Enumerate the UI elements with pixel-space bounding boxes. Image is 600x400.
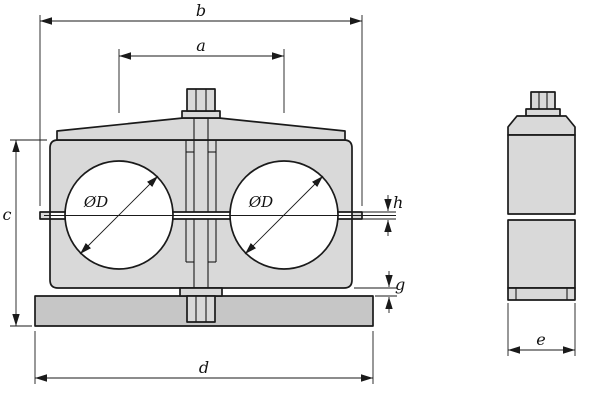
dimension-d: d [34,331,374,384]
side-view [507,91,576,301]
bore-leader-left [79,175,159,255]
dim-label-b: b [196,1,206,20]
dimension-h: h [354,193,403,236]
bolt-channel [185,118,217,288]
bottom-bolt-hex-nut [186,295,216,323]
side-bolt-washer [525,108,561,117]
dimensions: b a c d h [3,1,576,384]
dimension-c: c [3,139,47,327]
bore-leader-right [244,175,324,255]
dim-label-d: d [199,358,209,377]
top-bolt-hex-head [186,88,216,112]
dim-label-g: g [395,275,405,294]
front-view: ØD ØD [34,88,396,327]
bottom-bolt-washer [179,287,223,297]
dim-label-c: c [3,205,12,224]
dim-label-e: e [536,330,545,349]
side-cover-plate [507,115,576,136]
dimension-a: a [118,36,285,113]
dimension-e: e [507,303,576,356]
dimension-g: g [354,271,405,313]
side-bottom-flange [507,287,576,301]
bottom-stacking-bolt [179,287,223,323]
dim-label-h: h [393,193,403,212]
bore-diameter-label-right: ØD [248,193,273,211]
top-bolt-washer [181,110,221,119]
dim-label-a: a [196,36,206,55]
bore-diameter-label-left: ØD [83,193,108,211]
side-upper-half [507,134,576,215]
side-lower-half [507,219,576,289]
dimension-b: b [39,1,363,206]
top-stacking-bolt [181,88,221,119]
cover-plate [56,117,346,141]
